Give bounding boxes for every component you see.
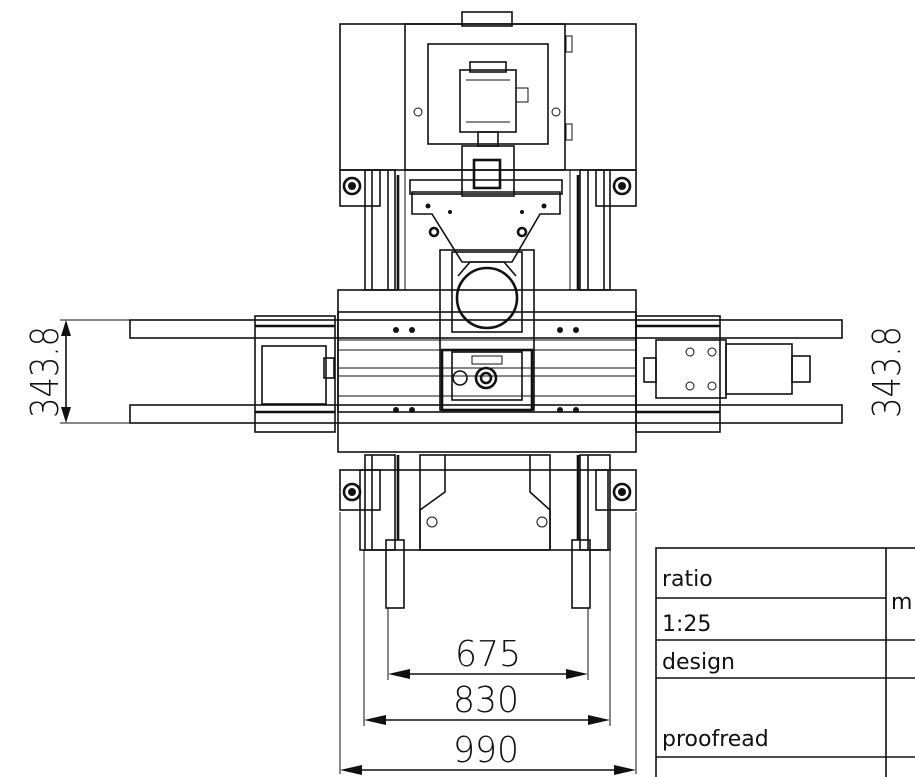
dim-travel-left-label: 343.8 — [23, 326, 67, 418]
dim-990-label: 990 — [453, 730, 519, 771]
dimension-travel-left: 343.8 — [23, 319, 130, 424]
dim-675-label: 675 — [455, 634, 521, 675]
title-ratio-label: ratio — [662, 567, 713, 592]
spindle-head — [409, 145, 563, 411]
work-table — [337, 289, 637, 453]
bottom-legs — [385, 539, 591, 609]
dimension-990: 990 — [339, 512, 637, 775]
dim-travel-right-label: 343.8 — [865, 326, 909, 418]
title-ratio-value: 1:25 — [662, 612, 711, 637]
dim-830-label: 830 — [453, 680, 519, 721]
title-block: ratio 1:25 design proofread m — [655, 547, 915, 777]
horizontal-rails — [129, 315, 843, 433]
top-housing — [339, 11, 637, 171]
title-proofread-label: proofread — [662, 727, 769, 752]
dimension-675: 675 — [387, 608, 589, 680]
vertical-rails — [339, 169, 637, 551]
title-design-label: design — [662, 650, 735, 675]
dimension-travel-right: 343.8 — [865, 326, 909, 418]
dimension-830: 830 — [363, 550, 611, 726]
title-cut-label: m — [891, 590, 912, 615]
